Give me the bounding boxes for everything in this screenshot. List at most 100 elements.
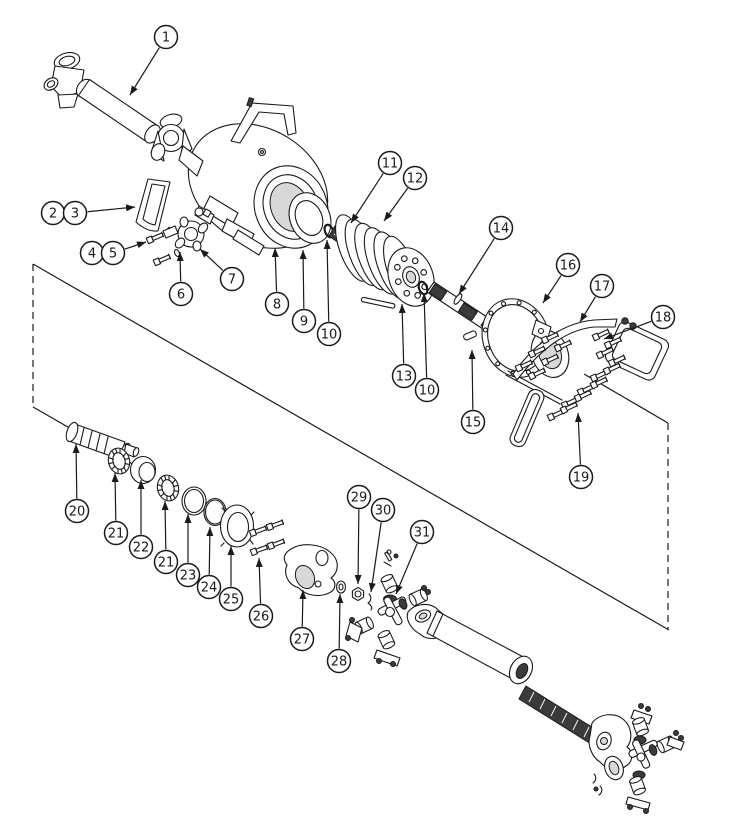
callout-balloon-2-1[interactable]: 2 <box>40 200 66 226</box>
balloon-circle[interactable] <box>650 304 676 330</box>
balloon-number: 30 <box>375 504 392 519</box>
callout-balloon-30-31[interactable]: 30 <box>370 497 396 523</box>
leader-line-24 <box>206 526 214 575</box>
callout-balloon-9-8[interactable]: 9 <box>291 308 317 334</box>
callout-balloon-10-13[interactable]: 10 <box>414 377 440 403</box>
callout-balloon-8-7[interactable]: 8 <box>264 291 290 317</box>
balloon-circle[interactable] <box>103 520 129 546</box>
balloon-number: 15 <box>465 416 482 431</box>
lower-yoke-parts-drawing <box>283 544 373 611</box>
balloon-circle[interactable] <box>264 291 290 317</box>
leader-line-7 <box>199 248 224 271</box>
balloon-number: 31 <box>414 526 431 541</box>
callout-balloon-4-3[interactable]: 4 <box>79 240 105 266</box>
callout-balloon-1-0[interactable]: 1 <box>153 24 179 50</box>
leader-line-13 <box>398 303 406 364</box>
balloon-circle[interactable] <box>153 549 179 575</box>
balloon-circle[interactable] <box>128 534 154 560</box>
leader-line-1 <box>129 47 160 96</box>
callout-balloon-19-19[interactable]: 19 <box>568 464 594 490</box>
leader-line-8 <box>271 247 279 292</box>
leader-line-6 <box>176 251 184 282</box>
balloon-number: 16 <box>560 259 577 274</box>
clutch-pack-drawing <box>328 214 435 309</box>
driveshaft-assembly-drawing <box>43 52 204 177</box>
callout-balloon-10-9[interactable]: 10 <box>316 321 342 347</box>
callout-balloon-26-27[interactable]: 26 <box>248 603 274 629</box>
seal-and-rings-drawing <box>288 192 335 244</box>
callout-balloon-28-29[interactable]: 28 <box>326 648 352 674</box>
u-joint-driveshaft-drawing <box>345 549 534 685</box>
balloon-circle[interactable] <box>153 24 179 50</box>
balloon-circle[interactable] <box>409 519 435 545</box>
balloon-circle[interactable] <box>488 215 514 241</box>
leader-line-30 <box>368 522 382 593</box>
balloon-circle[interactable] <box>402 165 428 191</box>
bearing-parts-row-drawing <box>65 421 286 557</box>
balloon-circle[interactable] <box>589 273 615 299</box>
callout-balloon-7-6[interactable]: 7 <box>219 266 245 292</box>
callout-balloon-14-14[interactable]: 14 <box>488 215 514 241</box>
balloon-circle[interactable] <box>326 648 352 674</box>
callout-balloon-6-5[interactable]: 6 <box>168 281 194 307</box>
balloon-circle[interactable] <box>289 626 315 652</box>
rear-yoke-u-joint-drawing <box>518 685 685 814</box>
callout-balloon-5-4[interactable]: 5 <box>100 240 126 266</box>
leader-line-17 <box>579 296 596 323</box>
callout-balloon-21-23[interactable]: 21 <box>153 549 179 575</box>
balloon-number: 21 <box>108 527 125 542</box>
balloon-number: 28 <box>331 655 348 670</box>
balloon-circle[interactable] <box>100 240 126 266</box>
callout-balloon-29-30[interactable]: 29 <box>346 484 372 510</box>
balloon-circle[interactable] <box>291 308 317 334</box>
leader-line-31 <box>395 543 418 595</box>
callout-balloon-25-26[interactable]: 25 <box>218 586 244 612</box>
balloon-circle[interactable] <box>219 266 245 292</box>
balloon-number: 21 <box>158 556 175 571</box>
leader-line-18 <box>603 320 652 340</box>
leader-line-26 <box>255 557 263 604</box>
balloon-circle[interactable] <box>64 498 90 524</box>
balloon-circle[interactable] <box>555 252 581 278</box>
callout-balloon-16-16[interactable]: 16 <box>555 252 581 278</box>
balloon-number: 23 <box>180 569 197 584</box>
balloon-circle[interactable] <box>391 363 417 389</box>
callout-balloon-15-15[interactable]: 15 <box>460 409 486 435</box>
callout-balloon-12-11[interactable]: 12 <box>402 165 428 191</box>
balloon-circle[interactable] <box>248 603 274 629</box>
callout-balloon-3-2[interactable]: 3 <box>62 200 88 226</box>
balloon-circle[interactable] <box>62 200 88 226</box>
balloon-circle[interactable] <box>460 409 486 435</box>
balloon-circle[interactable] <box>414 377 440 403</box>
balloon-number: 1 <box>162 31 170 46</box>
balloon-number: 14 <box>493 222 510 237</box>
leader-line-12 <box>383 187 409 222</box>
balloon-circle[interactable] <box>346 484 372 510</box>
callout-balloon-21-21[interactable]: 21 <box>103 520 129 546</box>
leader-line-10 <box>323 239 331 322</box>
leader-line-16 <box>542 275 562 304</box>
balloon-circle[interactable] <box>377 150 403 176</box>
callout-balloon-11-10[interactable]: 11 <box>377 150 403 176</box>
balloon-circle[interactable] <box>568 464 594 490</box>
callout-balloon-17-17[interactable]: 17 <box>589 273 615 299</box>
balloon-circle[interactable] <box>175 562 201 588</box>
balloon-circle[interactable] <box>316 321 342 347</box>
callout-balloon-18-18[interactable]: 18 <box>650 304 676 330</box>
callout-balloon-13-12[interactable]: 13 <box>391 363 417 389</box>
yoke-hardware-drawing <box>145 216 209 267</box>
balloon-circle[interactable] <box>168 281 194 307</box>
callout-balloon-24-25[interactable]: 24 <box>196 574 222 600</box>
balloon-circle[interactable] <box>196 574 222 600</box>
balloon-circle[interactable] <box>218 586 244 612</box>
callout-balloon-20-20[interactable]: 20 <box>64 498 90 524</box>
balloon-number: 6 <box>177 288 185 303</box>
balloon-circle[interactable] <box>370 497 396 523</box>
balloon-number: 26 <box>253 610 270 625</box>
callout-balloon-23-24[interactable]: 23 <box>175 562 201 588</box>
callout-balloon-22-22[interactable]: 22 <box>128 534 154 560</box>
callout-balloon-31-32[interactable]: 31 <box>409 519 435 545</box>
balloon-number: 20 <box>69 505 86 520</box>
callout-balloon-27-28[interactable]: 27 <box>289 626 315 652</box>
